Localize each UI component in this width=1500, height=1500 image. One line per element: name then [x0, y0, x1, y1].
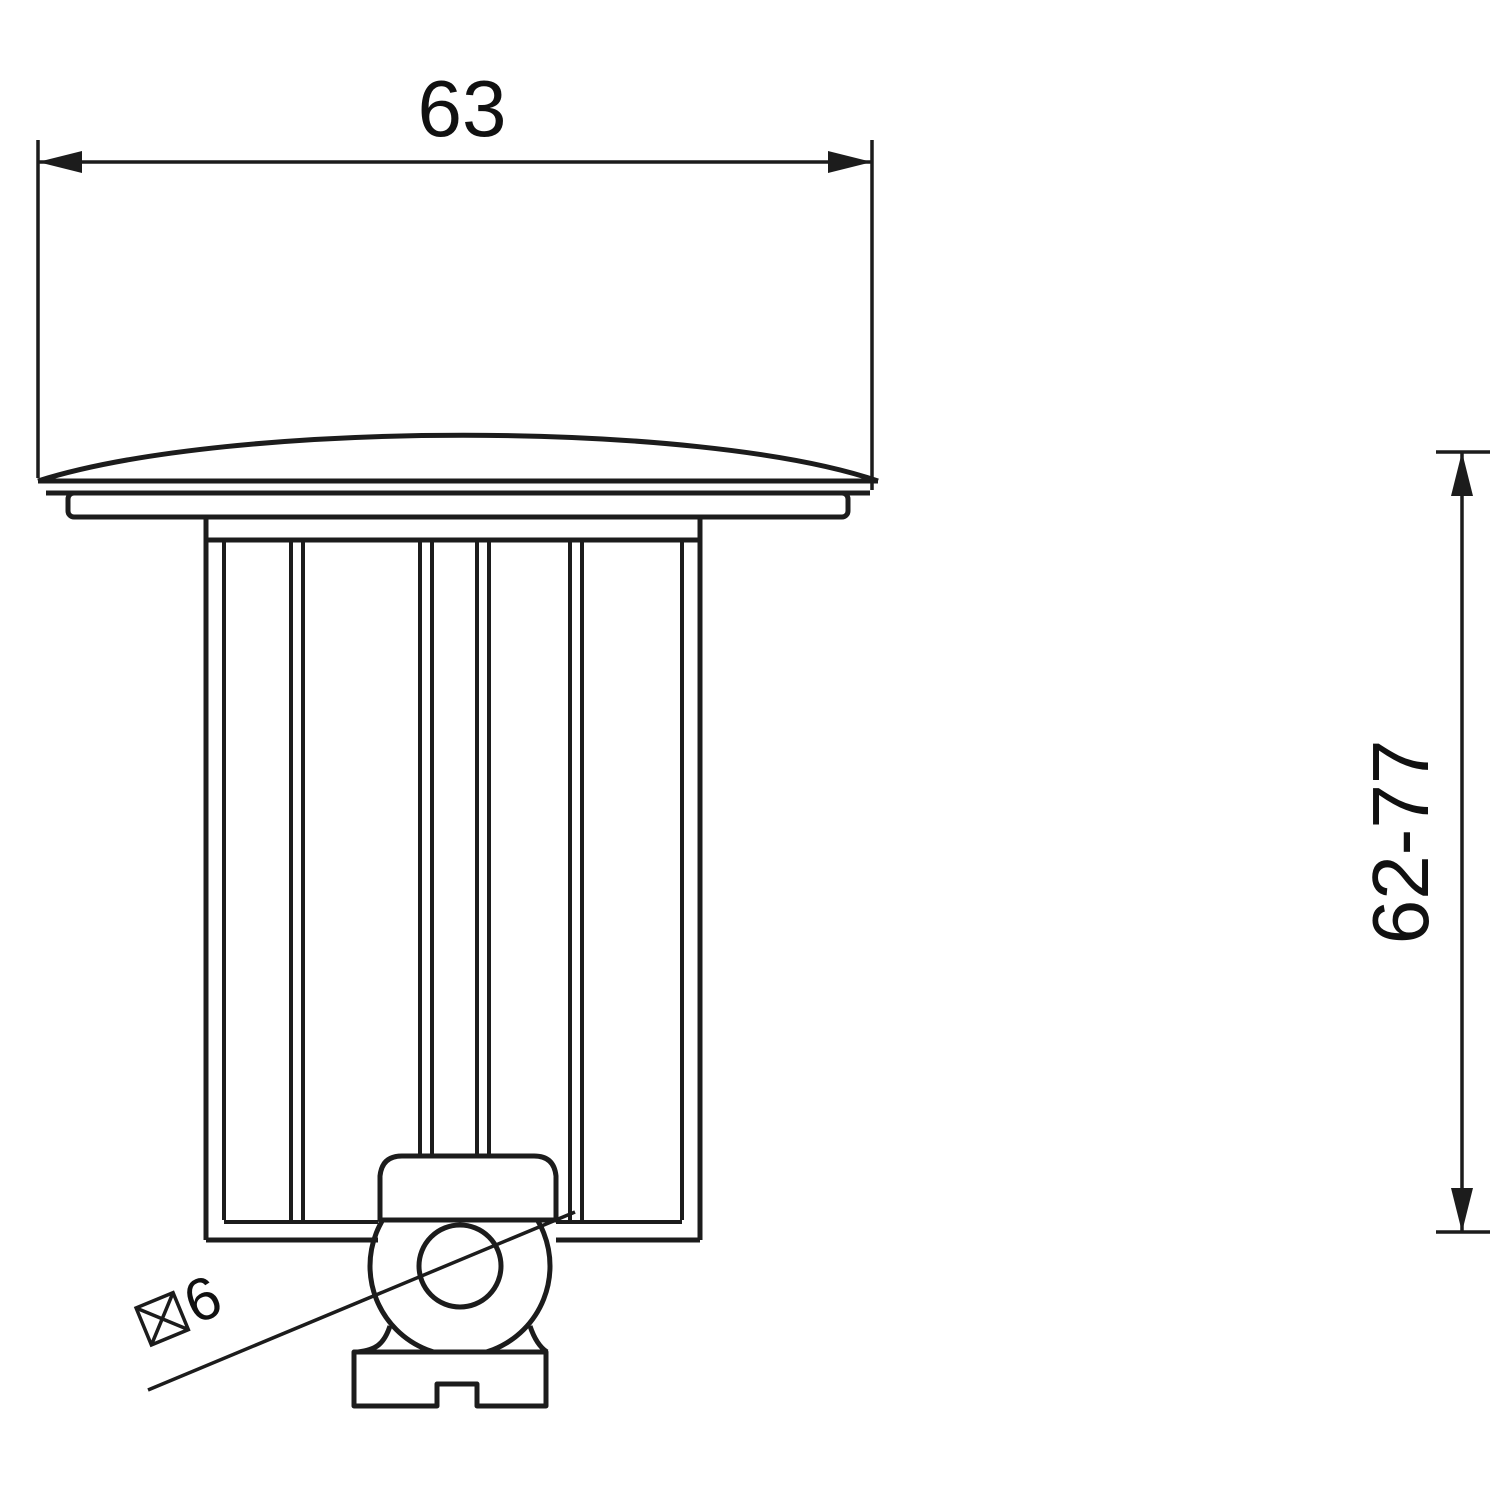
linkage-nut	[377, 1153, 559, 1223]
cap-dome-profile	[37, 432, 879, 484]
width-dimension-label: 63	[418, 64, 507, 153]
arrowhead-left-icon	[38, 151, 82, 173]
square-symbol-box	[133, 1290, 191, 1348]
leader-line	[147, 1210, 576, 1392]
arrowhead-bottom-icon	[1451, 1188, 1473, 1232]
foot-curve-left	[357, 1325, 393, 1355]
square-section-label-group: 6	[133, 1262, 231, 1348]
body-rib-group	[289, 540, 584, 1220]
fixture-outline-group	[37, 432, 879, 1409]
width-dimension-lines	[36, 140, 874, 490]
square-symbol-icon	[133, 1290, 191, 1348]
pivot-ball-inner-circle	[416, 1222, 504, 1310]
width-dimension: 63	[36, 64, 874, 490]
base-plate	[351, 1349, 549, 1409]
foot-curve-right	[527, 1325, 549, 1355]
height-dimension-label: 62-77	[1356, 740, 1445, 945]
arrowhead-right-icon	[828, 151, 872, 173]
height-dimension: 62-77	[1356, 450, 1490, 1234]
arrowhead-top-icon	[1451, 452, 1473, 496]
mounting-flange	[65, 490, 851, 520]
square-symbol-cross	[135, 1291, 190, 1346]
height-dimension-lines	[1436, 450, 1490, 1234]
